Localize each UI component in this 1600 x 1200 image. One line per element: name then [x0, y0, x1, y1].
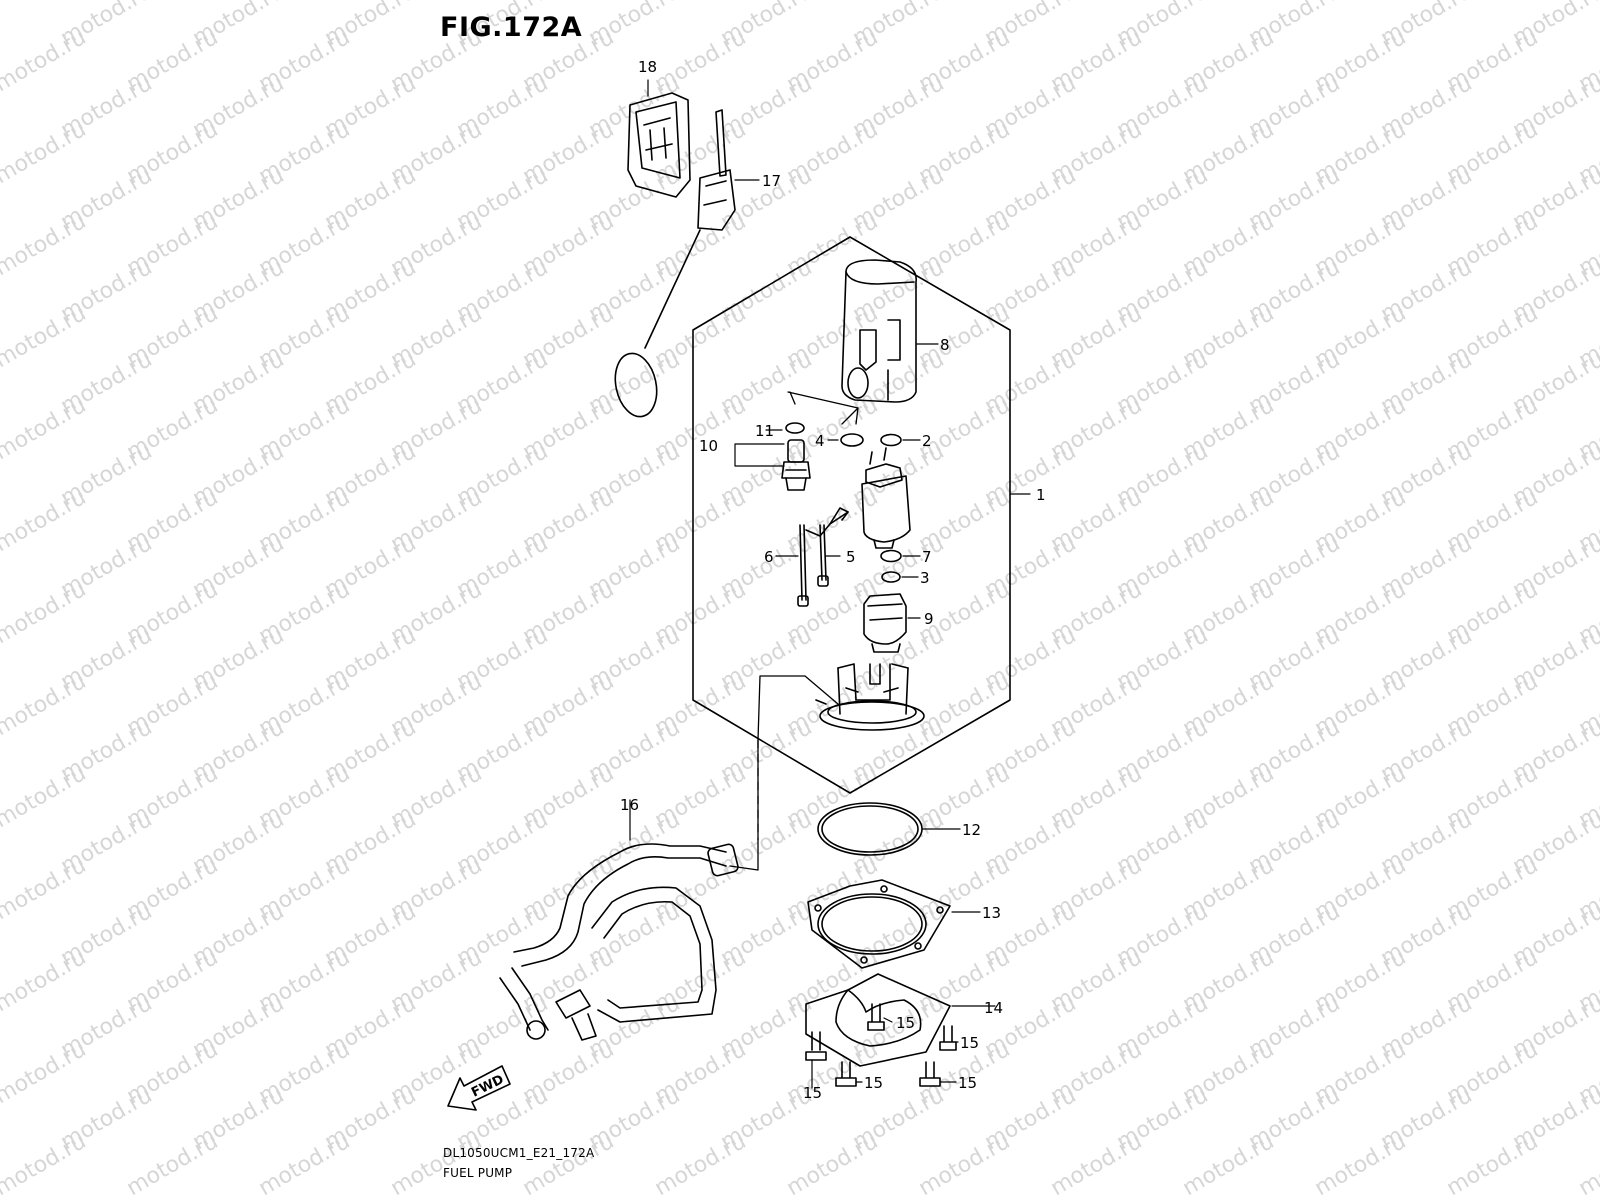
watermark-text: motod.ru: [123, 1129, 223, 1200]
callout-6: 6: [764, 548, 774, 566]
callout-3: 3: [920, 569, 930, 587]
callout-15b: 15: [960, 1034, 979, 1052]
part-9-pump-base: [863, 593, 907, 653]
watermark-text: motod.ru: [0, 209, 90, 281]
leader-lines: [629, 79, 1031, 1089]
callout-11: 11: [755, 422, 774, 440]
callout-8: 8: [940, 336, 950, 354]
watermark-text: motod.ru: [783, 1129, 883, 1200]
model-code: DL1050UCM1_E21_172A: [443, 1146, 595, 1160]
watermark-text: motod.ru: [0, 1129, 90, 1200]
watermark-text: motod.ru: [255, 1129, 355, 1200]
part-7-oring: [880, 549, 902, 563]
callout-5: 5: [846, 548, 856, 566]
watermark-text: motod.ru: [1443, 1129, 1543, 1200]
watermark-text: motod.ru: [0, 1037, 90, 1109]
connector-lines: [729, 391, 859, 871]
callout-12: 12: [962, 821, 981, 839]
fwd-label: FWD: [469, 1072, 506, 1100]
watermark-text: motod.ru: [0, 853, 90, 925]
figure-caption: FUEL PUMP: [443, 1166, 513, 1180]
watermark-text: motod.ru: [915, 1129, 1015, 1200]
part-2-oring: [880, 433, 902, 447]
watermark-text: motod.ru: [0, 393, 90, 465]
callout-15c: 15: [803, 1084, 822, 1102]
part-4-oring: [840, 433, 864, 447]
watermark-text: motod.ru: [1575, 1129, 1600, 1200]
callout-15a: 15: [896, 1014, 915, 1032]
assembly-boundary: [692, 236, 1011, 794]
watermark-text: motod.ru: [0, 301, 90, 373]
callout-9: 9: [924, 610, 934, 628]
watermark-text: motod.ru: [1311, 1129, 1411, 1200]
part-15-bolts: [805, 1003, 957, 1087]
callout-4: 4: [815, 432, 825, 450]
callout-16: 16: [620, 796, 639, 814]
reservoir-cup: [815, 663, 925, 731]
watermark-text: motod.ru: [0, 945, 90, 1017]
fwd-arrow: [447, 1065, 511, 1111]
callout-15e: 15: [958, 1074, 977, 1092]
watermark-text: motod.ru: [0, 669, 90, 741]
figure-title: FIG.172A: [440, 12, 583, 43]
watermark-text: motod.ru: [1047, 1129, 1147, 1200]
watermark-text: motod.ru: [1179, 1129, 1279, 1200]
callout-17: 17: [762, 172, 781, 190]
callout-7: 7: [922, 548, 932, 566]
watermark-text: motod.ru: [0, 117, 90, 189]
watermark-text: motod.ru: [387, 1129, 487, 1200]
callout-1: 1: [1036, 486, 1046, 504]
callout-13: 13: [982, 904, 1001, 922]
watermark-text: motod.ru: [651, 1129, 751, 1200]
watermark-text: motod.ru: [0, 0, 90, 5]
watermark-text: motod.ru: [1575, 0, 1600, 5]
callout-14: 14: [984, 999, 1003, 1017]
watermark-text: motod.ru: [0, 25, 90, 97]
callout-18: 18: [638, 58, 657, 76]
part-5-6-wires: [797, 507, 849, 607]
part-17-level-sender: [614, 109, 736, 418]
callout-10: 10: [699, 437, 718, 455]
part-16-fuel-hose: [499, 843, 739, 1041]
part-14-plate: [805, 973, 951, 1067]
part-3-oring: [881, 571, 901, 583]
part-8-filter-housing: [841, 259, 917, 403]
callout-15d: 15: [864, 1074, 883, 1092]
watermark-text: motod.ru: [0, 761, 90, 833]
watermark-text: motod.ru: [519, 1129, 619, 1200]
part-10-regulator: [781, 422, 811, 491]
part-18-cover: [627, 92, 691, 198]
callout-2: 2: [922, 432, 932, 450]
part-13-retainer-ring: [807, 879, 951, 969]
watermark-text: motod.ru: [0, 485, 90, 557]
fuel-pump-motor: [861, 447, 911, 549]
watermark-text: motod.ru: [0, 577, 90, 649]
